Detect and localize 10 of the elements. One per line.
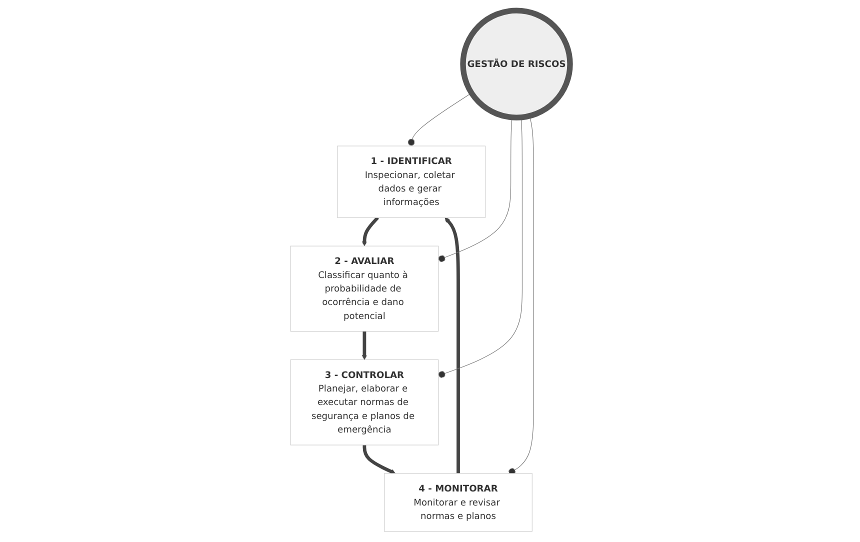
connector bbox=[508, 116, 534, 476]
arrow bbox=[362, 445, 396, 474]
arrow bbox=[362, 216, 379, 246]
arrow bbox=[444, 217, 460, 474]
node-box: 1 - IDENTIFICAR Inspecionar, coletar dados e gerar informações bbox=[336, 146, 486, 218]
arrow bbox=[362, 331, 367, 360]
node-box: 2 - AVALIAR Classificar quanto à probabilidade de ocorrência e dano potencial bbox=[290, 246, 438, 332]
node-box: 4 - MONITORAR Monitorar e revisar normas e planos bbox=[384, 473, 532, 532]
node-circle: GESTÃO DE RISCOS bbox=[460, 8, 573, 120]
node-box: 3 - CONTROLAR Planejar, elaborar e executar normas de segurança e planos de emergência bbox=[290, 359, 438, 446]
